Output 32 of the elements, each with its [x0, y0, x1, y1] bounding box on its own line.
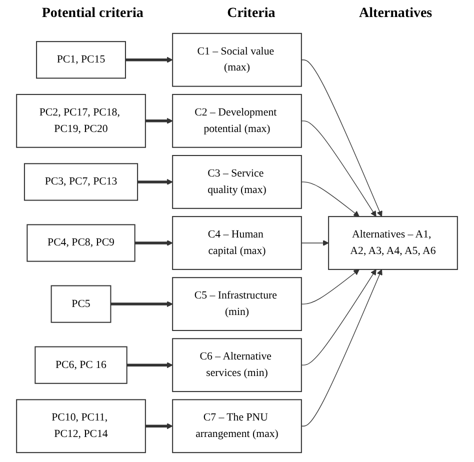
- arrow: [126, 362, 173, 368]
- node-box: PC5: [50, 285, 112, 323]
- arrow: [301, 269, 376, 366]
- arrow: [301, 269, 382, 426]
- node-box: PC4, PC8, PC9: [26, 224, 136, 262]
- node-box: C1 – Social value (max): [172, 32, 302, 87]
- arrow: [125, 56, 173, 63]
- node-box: PC10, PC11, PC12, PC14: [16, 399, 146, 454]
- arrow: [138, 178, 173, 185]
- arrow: [301, 182, 360, 217]
- node-box: PC3, PC7, PC13: [24, 163, 138, 201]
- node-box: C2 – Development potential (max): [172, 94, 302, 148]
- arrow: [110, 301, 173, 308]
- arrow: [301, 60, 382, 217]
- node-box: C7 – The PNU arrangement (max): [172, 399, 302, 454]
- node-box: PC2, PC17, PC18, PC19, PC20: [16, 94, 146, 148]
- arrow: [145, 423, 173, 430]
- column-heading: Potential criteria: [42, 6, 144, 22]
- column-heading: Alternatives: [359, 6, 432, 22]
- node-box: C6 – Alternative services (min): [172, 338, 302, 392]
- arrow: [301, 120, 376, 217]
- arrow: [134, 240, 173, 246]
- node-box: C3 – Service quality (max): [172, 155, 302, 209]
- node-box: PC1, PC15: [36, 41, 126, 79]
- arrow: [301, 240, 329, 246]
- node-box: C5 – Infrastructure (min): [172, 277, 302, 331]
- node-box: Alternatives – A1, A2, A3, A4, A5, A6: [328, 216, 458, 270]
- arrow: [301, 269, 360, 304]
- node-box: C4 – Human capital (max): [172, 216, 302, 270]
- arrow: [145, 118, 173, 124]
- column-heading: Criteria: [227, 6, 276, 22]
- node-box: PC6, PC 16: [34, 346, 128, 384]
